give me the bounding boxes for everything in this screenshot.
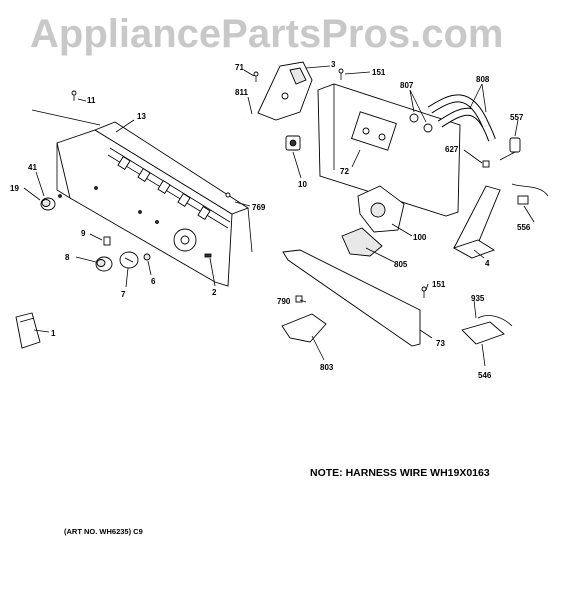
- callout-7: 7: [121, 290, 126, 299]
- knob-part-19[interactable]: [40, 197, 56, 211]
- washers-part-807[interactable]: [409, 113, 433, 133]
- callout-8: 8: [65, 253, 70, 262]
- watermark-logo: AppliancePartsPros.com: [30, 12, 504, 56]
- callout-71: 71: [235, 63, 244, 72]
- callout-546: 546: [478, 371, 492, 380]
- callout-1: 1: [51, 329, 56, 338]
- callout-935: 935: [471, 294, 485, 303]
- callout-11: 11: [87, 96, 96, 105]
- art-number: (ART NO. WH6235) C9: [64, 527, 143, 536]
- backsplash-part-72[interactable]: [317, 83, 461, 217]
- manual-part-1[interactable]: [15, 312, 41, 349]
- callout-2: 2: [212, 288, 217, 297]
- spring-part-41[interactable]: [58, 194, 62, 198]
- screw-part-11[interactable]: [71, 90, 77, 101]
- control-panel-part-13[interactable]: [31, 109, 253, 287]
- callout-769: 769: [252, 203, 266, 212]
- harness-wire-note: NOTE: HARNESS WIRE WH19X0163: [310, 467, 490, 479]
- callout-10: 10: [298, 180, 307, 189]
- callout-9: 9: [81, 229, 86, 238]
- callout-151-bottom: 151: [432, 280, 446, 289]
- callout-807: 807: [400, 81, 414, 90]
- timer-part-100[interactable]: [357, 185, 405, 233]
- callout-41: 41: [28, 163, 37, 172]
- callout-72: 72: [340, 167, 349, 176]
- callout-556: 556: [517, 223, 531, 232]
- clip-part-9[interactable]: [103, 236, 111, 246]
- callout-790: 790: [277, 297, 291, 306]
- cord-part-557[interactable]: [499, 137, 521, 161]
- callout-6: 6: [151, 277, 156, 286]
- callout-100: 100: [413, 233, 427, 242]
- bracket-part-3[interactable]: [257, 61, 313, 121]
- rear-cover-part-73[interactable]: [282, 249, 421, 347]
- callout-4: 4: [485, 259, 490, 268]
- callout-811: 811: [235, 88, 248, 97]
- lid-switch-part-803[interactable]: [281, 313, 327, 343]
- clip-part-790[interactable]: [295, 295, 303, 303]
- nut-part-6[interactable]: [143, 253, 151, 261]
- screw-part-151-top[interactable]: [338, 68, 344, 80]
- callout-803: 803: [320, 363, 334, 372]
- knob-part-8[interactable]: [95, 256, 113, 272]
- callout-3: 3: [331, 60, 336, 69]
- callout-73: 73: [436, 339, 445, 348]
- screw-part-151-bottom[interactable]: [421, 286, 427, 298]
- harness-part-556[interactable]: [511, 183, 549, 205]
- callout-labels: 11 13 41 19 9 8 7 6 2 769 1 71 811 3 151…: [10, 60, 531, 380]
- screw-part-71[interactable]: [253, 71, 259, 82]
- pressure-switch-part-10[interactable]: [285, 135, 301, 151]
- callout-19: 19: [10, 184, 19, 193]
- bracket-part-4[interactable]: [452, 185, 501, 259]
- hose-part-811[interactable]: [243, 117, 277, 129]
- switch-part-805[interactable]: [341, 227, 383, 257]
- connector-part-627[interactable]: [482, 160, 490, 168]
- callout-151-top: 151: [372, 68, 386, 77]
- callout-557: 557: [510, 113, 524, 122]
- callout-13: 13: [137, 112, 146, 121]
- callout-627: 627: [445, 145, 459, 154]
- leader-lines: [23, 65, 535, 367]
- callout-805: 805: [394, 260, 408, 269]
- callout-808: 808: [476, 75, 490, 84]
- screw-part-769[interactable]: [225, 192, 231, 198]
- dial-part-7[interactable]: [119, 251, 139, 269]
- terminal-block-part-546[interactable]: [461, 315, 513, 345]
- inlet-hoses-part-808[interactable]: [427, 94, 496, 142]
